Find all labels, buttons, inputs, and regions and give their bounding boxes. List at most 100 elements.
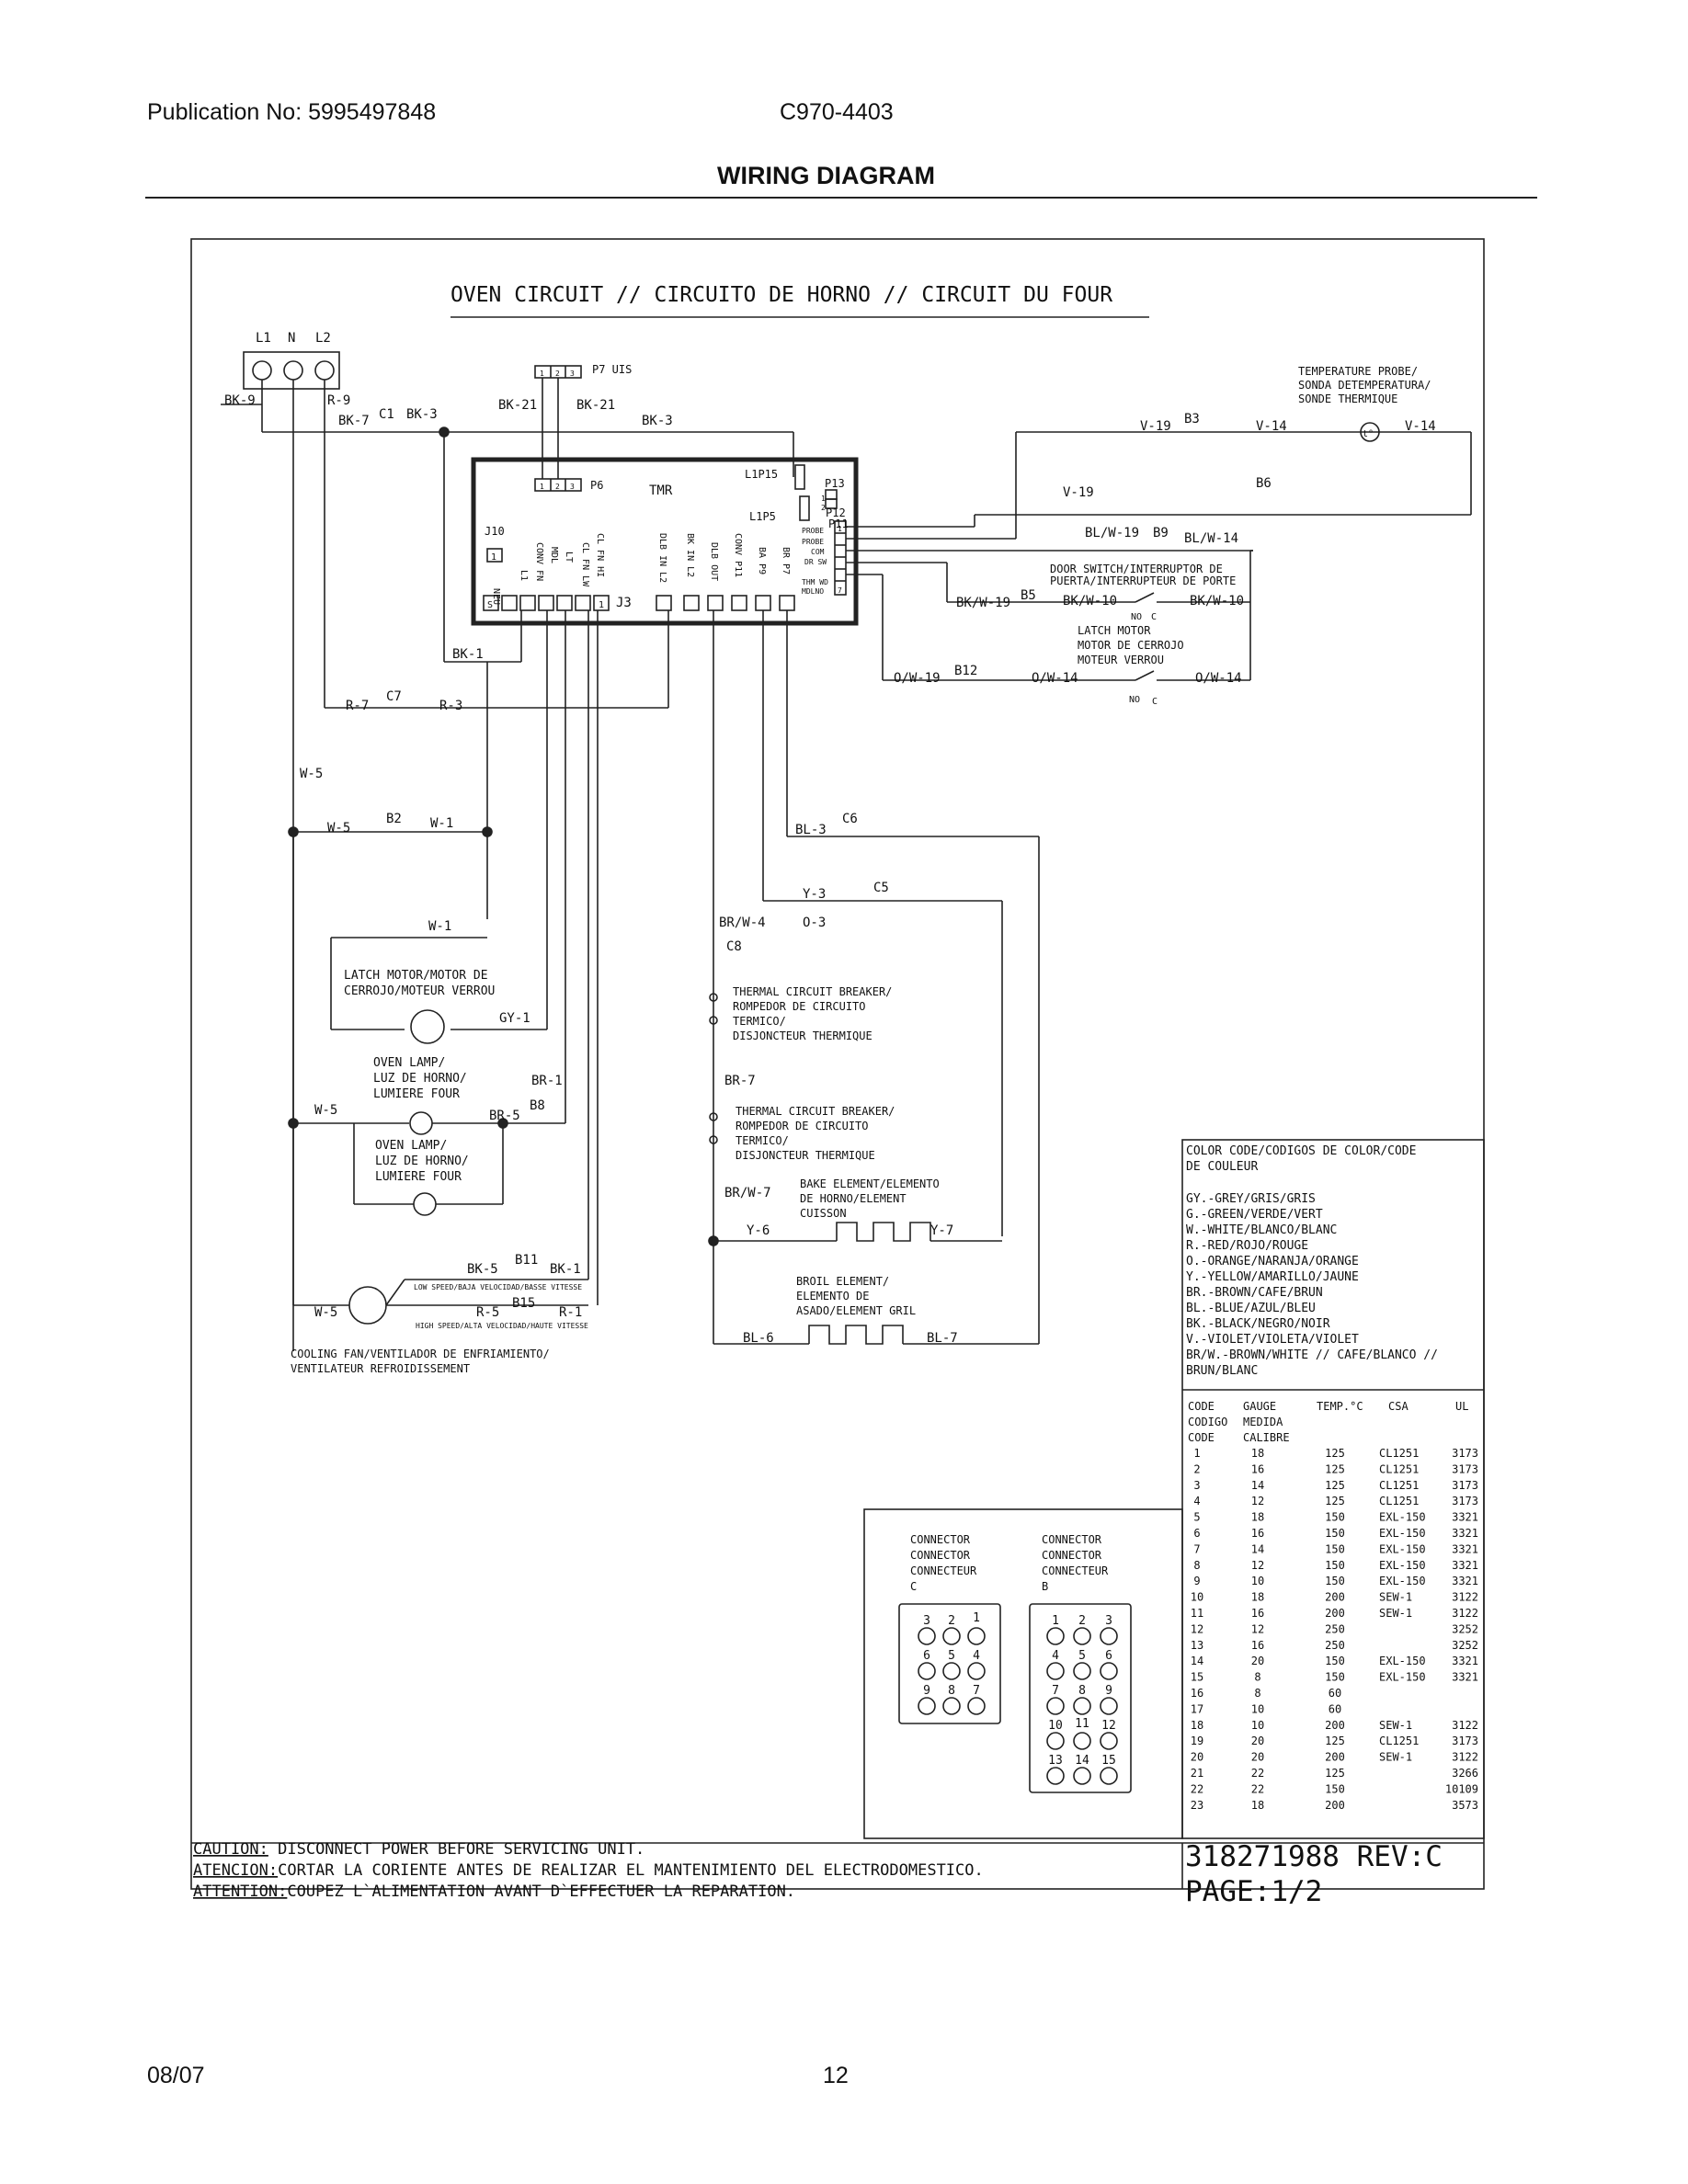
gauge-table-cell: 200	[1325, 1799, 1345, 1812]
svg-text:LATCH MOTOR/MOTOR DE: LATCH MOTOR/MOTOR DE	[344, 969, 488, 983]
svg-text:C5: C5	[873, 881, 889, 895]
svg-text:ROMPEDOR DE CIRCUITO: ROMPEDOR DE CIRCUITO	[733, 1000, 866, 1013]
gauge-table-cell: 14	[1251, 1542, 1264, 1555]
page-indicator: PAGE:1/2	[1185, 1875, 1322, 1908]
gauge-table-cell: 23	[1191, 1799, 1203, 1812]
gauge-table-cell: 17	[1191, 1702, 1203, 1715]
gauge-table-cell: 22	[1251, 1782, 1264, 1795]
svg-text:LATCH MOTOR: LATCH MOTOR	[1078, 624, 1151, 637]
svg-text:J3: J3	[616, 596, 632, 610]
svg-text:GAUGE: GAUGE	[1243, 1400, 1276, 1413]
svg-text:BAKE ELEMENT/ELEMENTO: BAKE ELEMENT/ELEMENTO	[800, 1177, 940, 1190]
gauge-table-cell: 125	[1325, 1462, 1345, 1475]
svg-text:15: 15	[1101, 1754, 1116, 1768]
svg-text:2: 2	[1078, 1614, 1086, 1628]
gauge-table-cell: 10	[1191, 1591, 1203, 1604]
gauge-table-cell: SEW-1	[1379, 1751, 1412, 1764]
svg-text:P11: P11	[828, 518, 849, 530]
svg-text:O/W-19: O/W-19	[894, 671, 941, 686]
svg-text:BL/W-19: BL/W-19	[1085, 526, 1139, 540]
svg-text:W-1: W-1	[428, 919, 451, 934]
gauge-table-cell: 20	[1251, 1655, 1264, 1667]
svg-text:W-1: W-1	[430, 816, 453, 831]
gauge-table-cell: 125	[1325, 1447, 1345, 1460]
svg-text:LUZ DE HORNO/: LUZ DE HORNO/	[373, 1072, 467, 1086]
svg-text:VENTILATEUR REFROIDISSEMENT: VENTILATEUR REFROIDISSEMENT	[291, 1362, 470, 1375]
svg-text:O/W-14: O/W-14	[1195, 671, 1242, 686]
gauge-table-cell: 8	[1254, 1671, 1260, 1684]
gauge-table-cell: 125	[1325, 1735, 1345, 1747]
svg-text:BK IN L2: BK IN L2	[685, 533, 695, 577]
svg-text:5: 5	[1078, 1649, 1086, 1663]
svg-text:4: 4	[973, 1649, 980, 1663]
svg-text:CONNECTEUR: CONNECTEUR	[910, 1564, 977, 1577]
svg-text:BK-3: BK-3	[642, 414, 673, 428]
svg-text:OVEN LAMP/: OVEN LAMP/	[375, 1139, 447, 1153]
gauge-table-cell: 3173	[1452, 1495, 1478, 1507]
publication-number: Publication No: 5995497848	[147, 99, 437, 125]
svg-text:GY-1: GY-1	[499, 1011, 530, 1026]
svg-text:BROIL ELEMENT/: BROIL ELEMENT/	[796, 1275, 889, 1288]
gauge-table-cell: EXL-150	[1379, 1655, 1426, 1667]
gauge-table-cell: 12	[1191, 1622, 1203, 1635]
svg-text:UL: UL	[1455, 1400, 1468, 1413]
svg-text:DR SW: DR SW	[804, 558, 827, 566]
connector-b-pin-numbers: 1 2 3 4 5 6 7 8 9 10 11 12 13 14 15	[1048, 1614, 1116, 1768]
svg-text:Y.-YELLOW/AMARILLO/JAUNE: Y.-YELLOW/AMARILLO/JAUNE	[1186, 1270, 1359, 1284]
gauge-table-cell: 14	[1251, 1479, 1264, 1492]
gauge-table-cell: 3321	[1452, 1559, 1478, 1572]
svg-text:C7: C7	[386, 689, 402, 704]
svg-text:CL FN HI: CL FN HI	[595, 533, 605, 577]
gauge-table-cell: 20	[1191, 1751, 1203, 1764]
svg-text:BK-9: BK-9	[224, 393, 256, 408]
svg-text:CONV P11: CONV P11	[733, 533, 743, 577]
svg-text:G.-GREEN/VERDE/VERT: G.-GREEN/VERDE/VERT	[1186, 1208, 1323, 1222]
svg-text:C: C	[1152, 697, 1158, 707]
gauge-table-cell: 150	[1325, 1671, 1345, 1684]
gauge-table-cell: 2	[1193, 1462, 1200, 1475]
svg-text:R.-RED/ROJO/ROUGE: R.-RED/ROJO/ROUGE	[1186, 1239, 1308, 1253]
gauge-table-cell: 60	[1329, 1702, 1341, 1715]
svg-text:BR-7: BR-7	[724, 1074, 756, 1088]
gauge-table-cell: 3266	[1452, 1767, 1478, 1780]
svg-text:R-7: R-7	[346, 699, 369, 713]
svg-text:W-5: W-5	[314, 1305, 337, 1320]
svg-text:BL/W-14: BL/W-14	[1184, 531, 1238, 546]
svg-text:MOTEUR VERROU: MOTEUR VERROU	[1078, 654, 1164, 666]
svg-text:NO: NO	[1129, 695, 1140, 705]
svg-text:COLOR CODE/CODIGOS DE COLOR/CO: COLOR CODE/CODIGOS DE COLOR/CODE	[1186, 1144, 1416, 1158]
svg-text:1: 1	[821, 495, 826, 503]
svg-text:THERMAL CIRCUIT BREAKER/: THERMAL CIRCUIT BREAKER/	[736, 1105, 895, 1118]
svg-text:TERMICO/: TERMICO/	[736, 1134, 789, 1147]
gauge-table-cell: 5	[1193, 1511, 1200, 1524]
wire-labels: BK-9 R-9 BK-7 C1 BK-3 BK-21 BK-21 BK-3 B…	[224, 393, 1436, 1346]
svg-text:10: 10	[1048, 1719, 1063, 1733]
svg-text:BK-21: BK-21	[498, 398, 537, 413]
svg-text:W-5: W-5	[327, 821, 350, 836]
gauge-table-cell: 11	[1191, 1607, 1203, 1620]
svg-text:CALIBRE: CALIBRE	[1243, 1431, 1290, 1444]
svg-text:BR/W-4: BR/W-4	[719, 916, 766, 930]
gauge-table-cell: 9	[1193, 1575, 1200, 1587]
svg-text:S: S	[487, 600, 493, 610]
svg-text:BK/W-19: BK/W-19	[956, 596, 1010, 610]
svg-text:TEMP.°C: TEMP.°C	[1317, 1400, 1363, 1413]
svg-text:2: 2	[821, 504, 826, 512]
svg-text:BK-1: BK-1	[550, 1262, 581, 1277]
gauge-table-cell: 3252	[1452, 1622, 1478, 1635]
gauge-table-cell: 3321	[1452, 1542, 1478, 1555]
gauge-table-cell: 12	[1251, 1559, 1264, 1572]
gauge-table-cell: 22	[1251, 1767, 1264, 1780]
svg-text:8: 8	[1078, 1684, 1086, 1698]
svg-text:OVEN LAMP/: OVEN LAMP/	[373, 1056, 445, 1070]
svg-text:CONNECTOR: CONNECTOR	[910, 1549, 971, 1562]
svg-text:14: 14	[1075, 1754, 1089, 1768]
svg-text:B11: B11	[515, 1253, 538, 1268]
color-code-list: COLOR CODE/CODIGOS DE COLOR/CODE DE COUL…	[1186, 1144, 1438, 1378]
svg-text:V.-VIOLET/VIOLETA/VIOLET: V.-VIOLET/VIOLETA/VIOLET	[1186, 1333, 1359, 1347]
svg-text:LUMIERE FOUR: LUMIERE FOUR	[375, 1170, 462, 1184]
gauge-table-cell: 3122	[1452, 1591, 1478, 1604]
svg-text:NEU: NEU	[491, 588, 501, 605]
gauge-table-cell: 10	[1251, 1719, 1264, 1732]
svg-text:SONDE THERMIQUE: SONDE THERMIQUE	[1298, 392, 1397, 405]
